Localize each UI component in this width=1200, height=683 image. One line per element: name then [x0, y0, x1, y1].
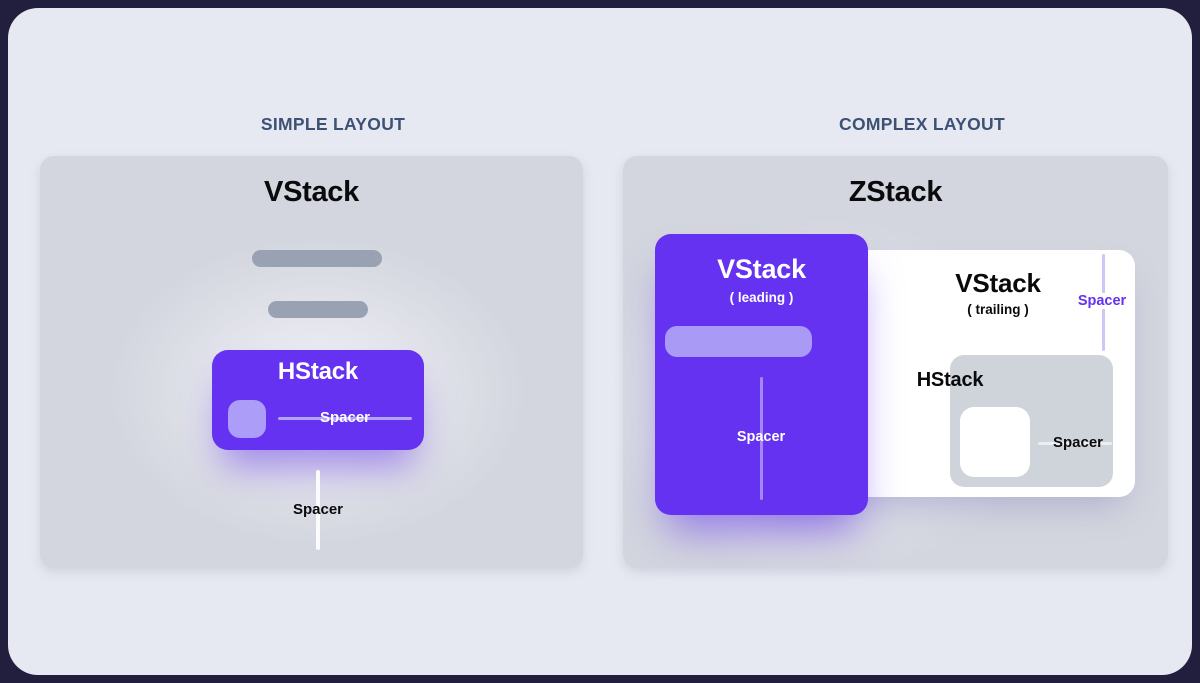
- leading-spacer-label: Spacer: [736, 429, 786, 445]
- vstack-trailing-subtitle: ( trailing ): [967, 302, 1029, 317]
- diagram-canvas: SIMPLE LAYOUT COMPLEX LAYOUT VStack HSta…: [8, 8, 1192, 675]
- vstack-panel-title: VStack: [264, 176, 359, 208]
- vstack-spacer-label: Spacer: [292, 501, 344, 518]
- complex-zstack-panel: ZStack VStack ( trailing ) Spacer HStack…: [593, 156, 1168, 576]
- trailing-spacer-label: Spacer: [1075, 293, 1129, 309]
- inner-hstack-spacer-label: Spacer: [1052, 434, 1104, 451]
- vstack-leading-title: VStack: [717, 254, 806, 284]
- text-placeholder-bar-short: [268, 301, 368, 318]
- zstack-panel-title: ZStack: [848, 176, 943, 208]
- horizontal-spacer-line: [1038, 441, 1112, 445]
- simple-layout-header: SIMPLE LAYOUT: [260, 114, 406, 134]
- vstack-leading-card: VStack ( leading ) Spacer: [655, 234, 868, 515]
- vstack-leading-subtitle: ( leading ): [729, 290, 794, 305]
- content-placeholder-square: [960, 407, 1030, 477]
- hstack-spacer-label: Spacer: [319, 409, 371, 426]
- horizontal-spacer-line: [278, 416, 412, 420]
- vstack-trailing-title: VStack: [955, 268, 1041, 298]
- hstack-card: HStack Spacer: [212, 350, 424, 450]
- text-placeholder-bar: [665, 326, 812, 357]
- content-placeholder-square: [228, 400, 266, 438]
- complex-layout-header: COMPLEX LAYOUT: [839, 114, 1005, 134]
- simple-vstack-panel: VStack HStack Spacer Spacer: [40, 156, 583, 568]
- vertical-spacer-line: [316, 470, 320, 550]
- hstack-card-title: HStack: [277, 358, 359, 385]
- hstack-inner-card: HStack Spacer: [917, 355, 1113, 487]
- hstack-inner-title: HStack: [916, 369, 984, 391]
- text-placeholder-bar-long: [252, 250, 382, 267]
